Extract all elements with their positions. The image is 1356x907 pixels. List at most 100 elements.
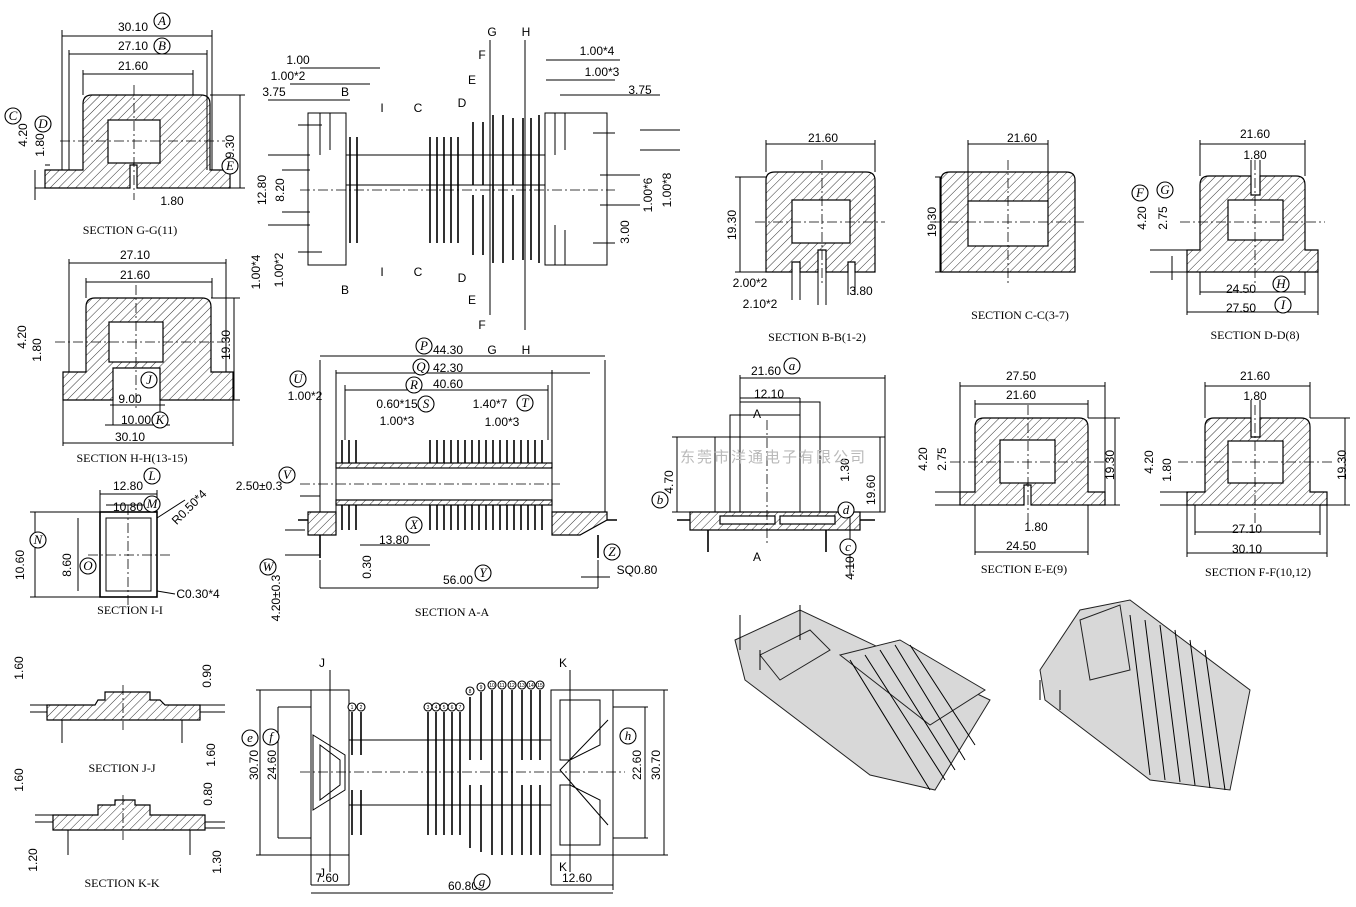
dimension-label: 1.00*3 <box>585 65 620 79</box>
dimension-label: J <box>319 866 325 880</box>
section-ii-profile <box>30 490 186 605</box>
dimension-label: 1.60 <box>12 656 26 680</box>
marker-circle <box>153 37 171 55</box>
marker-letter: b <box>657 492 664 507</box>
dimension-label: 12.80 <box>113 479 143 493</box>
dimension-label: 1.00*4 <box>249 254 263 289</box>
section-dd-profile <box>1150 140 1325 315</box>
marker-circle <box>476 682 486 692</box>
marker-circle <box>221 157 239 175</box>
pin-number: 1 <box>351 705 354 711</box>
dimension-label: 24.50 <box>1226 282 1256 296</box>
callout-marker-side-view-markers-0: a <box>783 357 801 375</box>
section-title: SECTION C-C(3-7) <box>971 308 1069 322</box>
callout-marker-section-aa-markers-9: Y <box>474 564 492 582</box>
callout-marker-bottom-view-markers-0: e <box>241 729 259 747</box>
pin-number: 12 <box>509 683 515 689</box>
marker-letter: M <box>146 496 159 511</box>
pin-number: 7 <box>459 705 462 711</box>
dimension-label: A <box>753 407 761 421</box>
marker-circle <box>289 370 307 388</box>
dimension-label: 3.80 <box>849 284 873 298</box>
callout-marker-bottom-view-markers-3: g <box>473 873 491 891</box>
callout-marker-section-aa-markers-4: S <box>417 395 435 413</box>
section-bb-profile <box>735 140 885 305</box>
dimension-label: 1.40*7 <box>473 397 508 411</box>
marker-circle <box>4 107 22 125</box>
dimension-label: 2.00*2 <box>733 276 768 290</box>
dimension-label: 22.60 <box>630 750 644 780</box>
dimension-label: 3.75 <box>628 83 652 97</box>
marker-letter: N <box>33 532 44 547</box>
dimension-label: 1.80 <box>1024 520 1048 534</box>
dimension-label: 4.20±0.3 <box>269 574 283 621</box>
marker-letter: I <box>1280 297 1286 312</box>
marker-letter: V <box>283 467 293 482</box>
dimension-label: C <box>414 101 423 115</box>
callout-marker-section-dd-markers-1: G <box>1156 181 1174 199</box>
dimension-label: 1.00*6 <box>641 177 655 212</box>
marker-circle <box>619 727 637 745</box>
marker-letter: D <box>37 116 48 131</box>
callout-marker-bottom-view-pins-11: 12 <box>507 680 517 690</box>
section-title: SECTION B-B(1-2) <box>768 330 866 344</box>
dimension-label: 30.70 <box>649 750 663 780</box>
marker-circle <box>259 558 277 576</box>
callout-marker-section-gg-markers-2: C <box>4 107 22 125</box>
marker-letter: Z <box>608 544 616 559</box>
callout-marker-bottom-view-pins-14: 15 <box>535 680 545 690</box>
dimension-label: G <box>487 343 496 357</box>
dimension-label: 27.10 <box>1232 522 1262 536</box>
marker-circle <box>497 680 507 690</box>
callout-marker-bottom-view-pins-1: 2 <box>356 702 366 712</box>
dimension-label: 1.80 <box>1243 148 1267 162</box>
marker-letter: L <box>147 468 155 483</box>
section-hh-profile <box>55 259 240 446</box>
callout-marker-section-dd-markers-2: H <box>1272 275 1290 293</box>
marker-circle <box>34 115 52 133</box>
dimension-label: 19.30 <box>223 135 237 165</box>
dimension-label: 1.60 <box>12 768 26 792</box>
dimension-label: 1.80 <box>30 338 44 362</box>
pin-number: 5 <box>443 705 446 711</box>
marker-letter: U <box>293 371 304 386</box>
dimension-label: 21.60 <box>1240 369 1270 383</box>
dimension-label: B <box>341 85 349 99</box>
dimension-label: 1.30 <box>210 850 224 874</box>
dimension-label: D <box>458 271 467 285</box>
section-title: SECTION H-H(13-15) <box>77 451 188 465</box>
marker-circle <box>143 467 161 485</box>
dimension-label: 9.00 <box>118 392 142 406</box>
marker-circle <box>79 557 97 575</box>
section-title: SECTION I-I <box>97 603 163 617</box>
dimension-label: 4.20 <box>1135 206 1149 230</box>
dimension-label: 21.60 <box>1240 127 1270 141</box>
callout-marker-bottom-view-pins-5: 6 <box>447 702 457 712</box>
dimension-label: 19.30 <box>925 207 939 237</box>
dimension-label: 1.00*2 <box>272 252 286 287</box>
dimension-label: 1.00*2 <box>288 389 323 403</box>
dimension-label: 3.00 <box>618 220 632 244</box>
marker-circle <box>153 12 171 30</box>
callout-marker-bottom-view-pins-3: 4 <box>431 702 441 712</box>
dimension-label: 12.80 <box>255 175 269 205</box>
dimension-label: 19.60 <box>864 475 878 505</box>
section-gg-profile <box>34 30 245 200</box>
marker-letter: H <box>1275 276 1286 291</box>
dimension-label: 44.30 <box>433 343 463 357</box>
dimension-label: 1.00*3 <box>485 415 520 429</box>
dimension-label: 0.60*15 <box>376 397 418 411</box>
dimension-label: 0.30 <box>360 555 374 579</box>
marker-circle <box>347 702 357 712</box>
dimension-label: 56.00 <box>443 573 473 587</box>
marker-letter: a <box>789 358 796 373</box>
marker-letter: c <box>845 539 851 554</box>
dimension-label: C0.30*4 <box>176 587 220 601</box>
dimension-label: 8.20 <box>273 178 287 202</box>
dimension-label: B <box>341 283 349 297</box>
marker-circle <box>415 337 433 355</box>
callout-marker-section-aa-markers-5: T <box>516 394 534 412</box>
dimension-label: 2.10*2 <box>743 297 778 311</box>
marker-letter: O <box>83 558 93 573</box>
